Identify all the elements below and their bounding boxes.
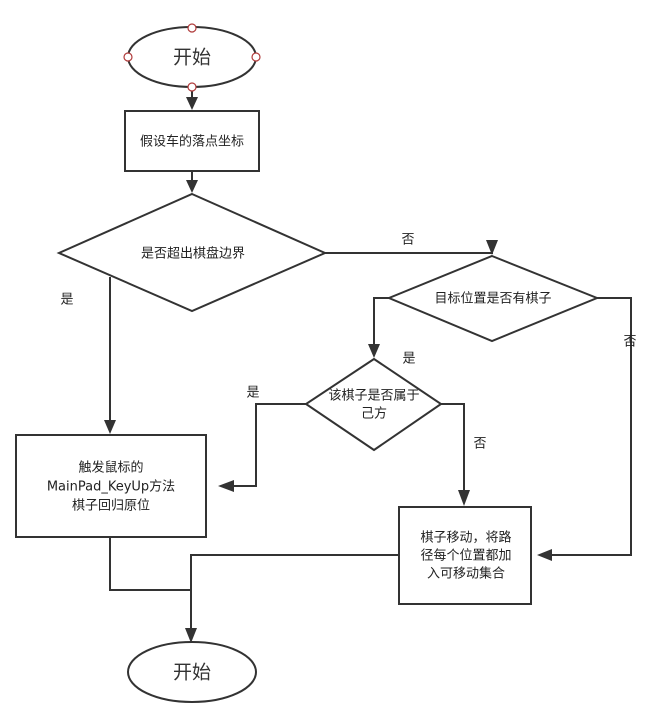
node-bounds-check-label: 是否超出棋盘边界: [141, 246, 245, 262]
edge-move-to-end[interactable]: [185, 554, 399, 643]
node-own-piece-check-label-line2: 己方: [361, 406, 387, 422]
selection-handle-right[interactable]: [251, 52, 261, 62]
node-reset-piece-label-line3: 棋子回归原位: [72, 499, 150, 514]
edge-has-piece-no-to-move[interactable]: [537, 297, 632, 561]
node-end[interactable]: 开始: [127, 641, 257, 703]
node-bounds-check[interactable]: 是否超出棋盘边界: [56, 192, 328, 313]
edge-own-piece-no-to-move[interactable]: [441, 403, 470, 506]
edge-label-has-piece-no: 否: [623, 335, 636, 350]
node-move-piece-label-line2: 径每个位置都加: [420, 548, 511, 564]
edge-assume-to-bounds-check[interactable]: [186, 172, 198, 193]
edge-reset-to-end[interactable]: [109, 538, 191, 591]
edge-label-own-piece-yes: 是: [246, 386, 259, 401]
selection-handle-left[interactable]: [123, 52, 133, 62]
node-start-label: 开始: [173, 47, 211, 69]
node-own-piece-check-label-line1: 该棋子是否属于: [328, 389, 419, 404]
node-has-piece-check[interactable]: 目标位置是否有棋子: [386, 254, 600, 343]
node-move-piece[interactable]: 棋子移动，将路 径每个位置都加 入可移动集合: [398, 506, 532, 605]
node-reset-piece-label-line2: MainPad_KeyUp方法: [47, 479, 175, 495]
selection-handle-top[interactable]: [187, 23, 197, 33]
edge-label-has-piece-yes: 是: [402, 352, 415, 367]
node-end-label: 开始: [173, 662, 211, 684]
node-reset-piece-label-line1: 触发鼠标的: [78, 460, 143, 476]
edge-own-piece-yes-to-reset[interactable]: [218, 403, 306, 492]
edge-label-bounds-yes: 是: [60, 293, 73, 308]
node-assume-landing[interactable]: 假设车的落点坐标: [124, 110, 260, 172]
node-own-piece-check[interactable]: 该棋子是否属于 己方: [304, 357, 443, 452]
node-move-piece-label-line1: 棋子移动，将路: [420, 530, 511, 546]
edge-has-piece-yes-to-own-piece[interactable]: [368, 297, 389, 358]
selection-handle-bottom[interactable]: [187, 82, 197, 92]
edge-bounds-yes-to-reset[interactable]: [104, 277, 116, 434]
node-has-piece-check-label: 目标位置是否有棋子: [434, 292, 551, 307]
node-move-piece-label-line3: 入可移动集合: [427, 566, 505, 582]
node-reset-piece[interactable]: 触发鼠标的 MainPad_KeyUp方法 棋子回归原位: [15, 434, 207, 538]
edge-label-bounds-no: 否: [401, 233, 414, 248]
node-start[interactable]: 开始: [123, 23, 261, 92]
edge-bounds-no-to-has-piece[interactable]: [325, 240, 498, 255]
node-assume-landing-label: 假设车的落点坐标: [140, 134, 244, 150]
edge-label-own-piece-no: 否: [473, 437, 486, 452]
